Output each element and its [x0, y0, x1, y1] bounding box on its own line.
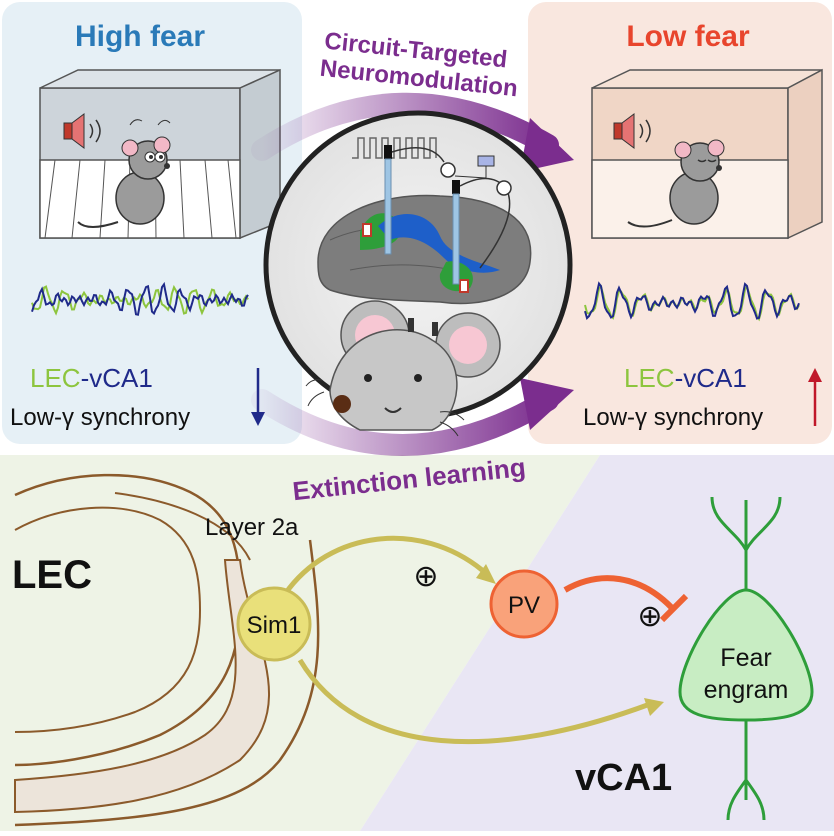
speaker-icon — [613, 113, 651, 149]
optical-fiber-icon — [384, 145, 512, 285]
sim1-label: Sim1 — [247, 612, 302, 639]
sim1-to-engram-connection — [297, 658, 664, 745]
bottom-curved-arrow — [251, 378, 574, 456]
pv-neuron: PV — [489, 569, 559, 639]
low-fear-title: Low fear — [626, 20, 750, 53]
vca1-background — [360, 455, 834, 831]
sim1-to-pv-connection — [282, 535, 496, 596]
speaker-icon — [63, 113, 101, 149]
right-sync-regions: LEC-vCA1 — [624, 363, 747, 393]
engram-label-line2: engram — [704, 676, 789, 704]
right-sync-caption: Low-γ synchrony — [583, 404, 763, 431]
sim1-neuron: Sim1 — [236, 586, 312, 662]
top-curved-arrow — [251, 92, 574, 172]
plus-symbol-excitatory: ⊕ — [413, 560, 438, 593]
high-fear-title: High fear — [75, 20, 205, 53]
layer-2a-label: Layer 2a — [205, 514, 299, 541]
high-fear-chamber — [39, 68, 281, 240]
low-fear-chamber — [591, 68, 823, 240]
calm-mouse-icon — [627, 139, 725, 228]
left-sync-caption: Low-γ synchrony — [10, 404, 190, 431]
up-arrow-icon — [808, 368, 822, 426]
lec-label: LEC — [12, 553, 92, 597]
vca1-label: vCA1 — [575, 757, 672, 799]
plus-symbol-inhibitory: ⊕ — [637, 600, 662, 633]
left-oscillation-trace — [31, 281, 249, 316]
left-sync-regions: LEC-vCA1 — [30, 363, 153, 393]
pv-label: PV — [508, 592, 540, 619]
scared-mouse-icon — [77, 119, 171, 228]
lec-anatomy — [14, 473, 320, 827]
brain-icon — [317, 194, 532, 305]
fear-engram-neuron: Fear engram — [678, 496, 814, 821]
center-neuromodulation-illustration — [263, 110, 573, 437]
stimulation-pulse-icon — [352, 137, 437, 159]
mouse-head-icon — [305, 300, 501, 437]
pv-to-engram-inhibition — [563, 575, 689, 623]
right-oscillation-trace — [584, 281, 800, 322]
engram-label-line1: Fear — [720, 644, 771, 672]
